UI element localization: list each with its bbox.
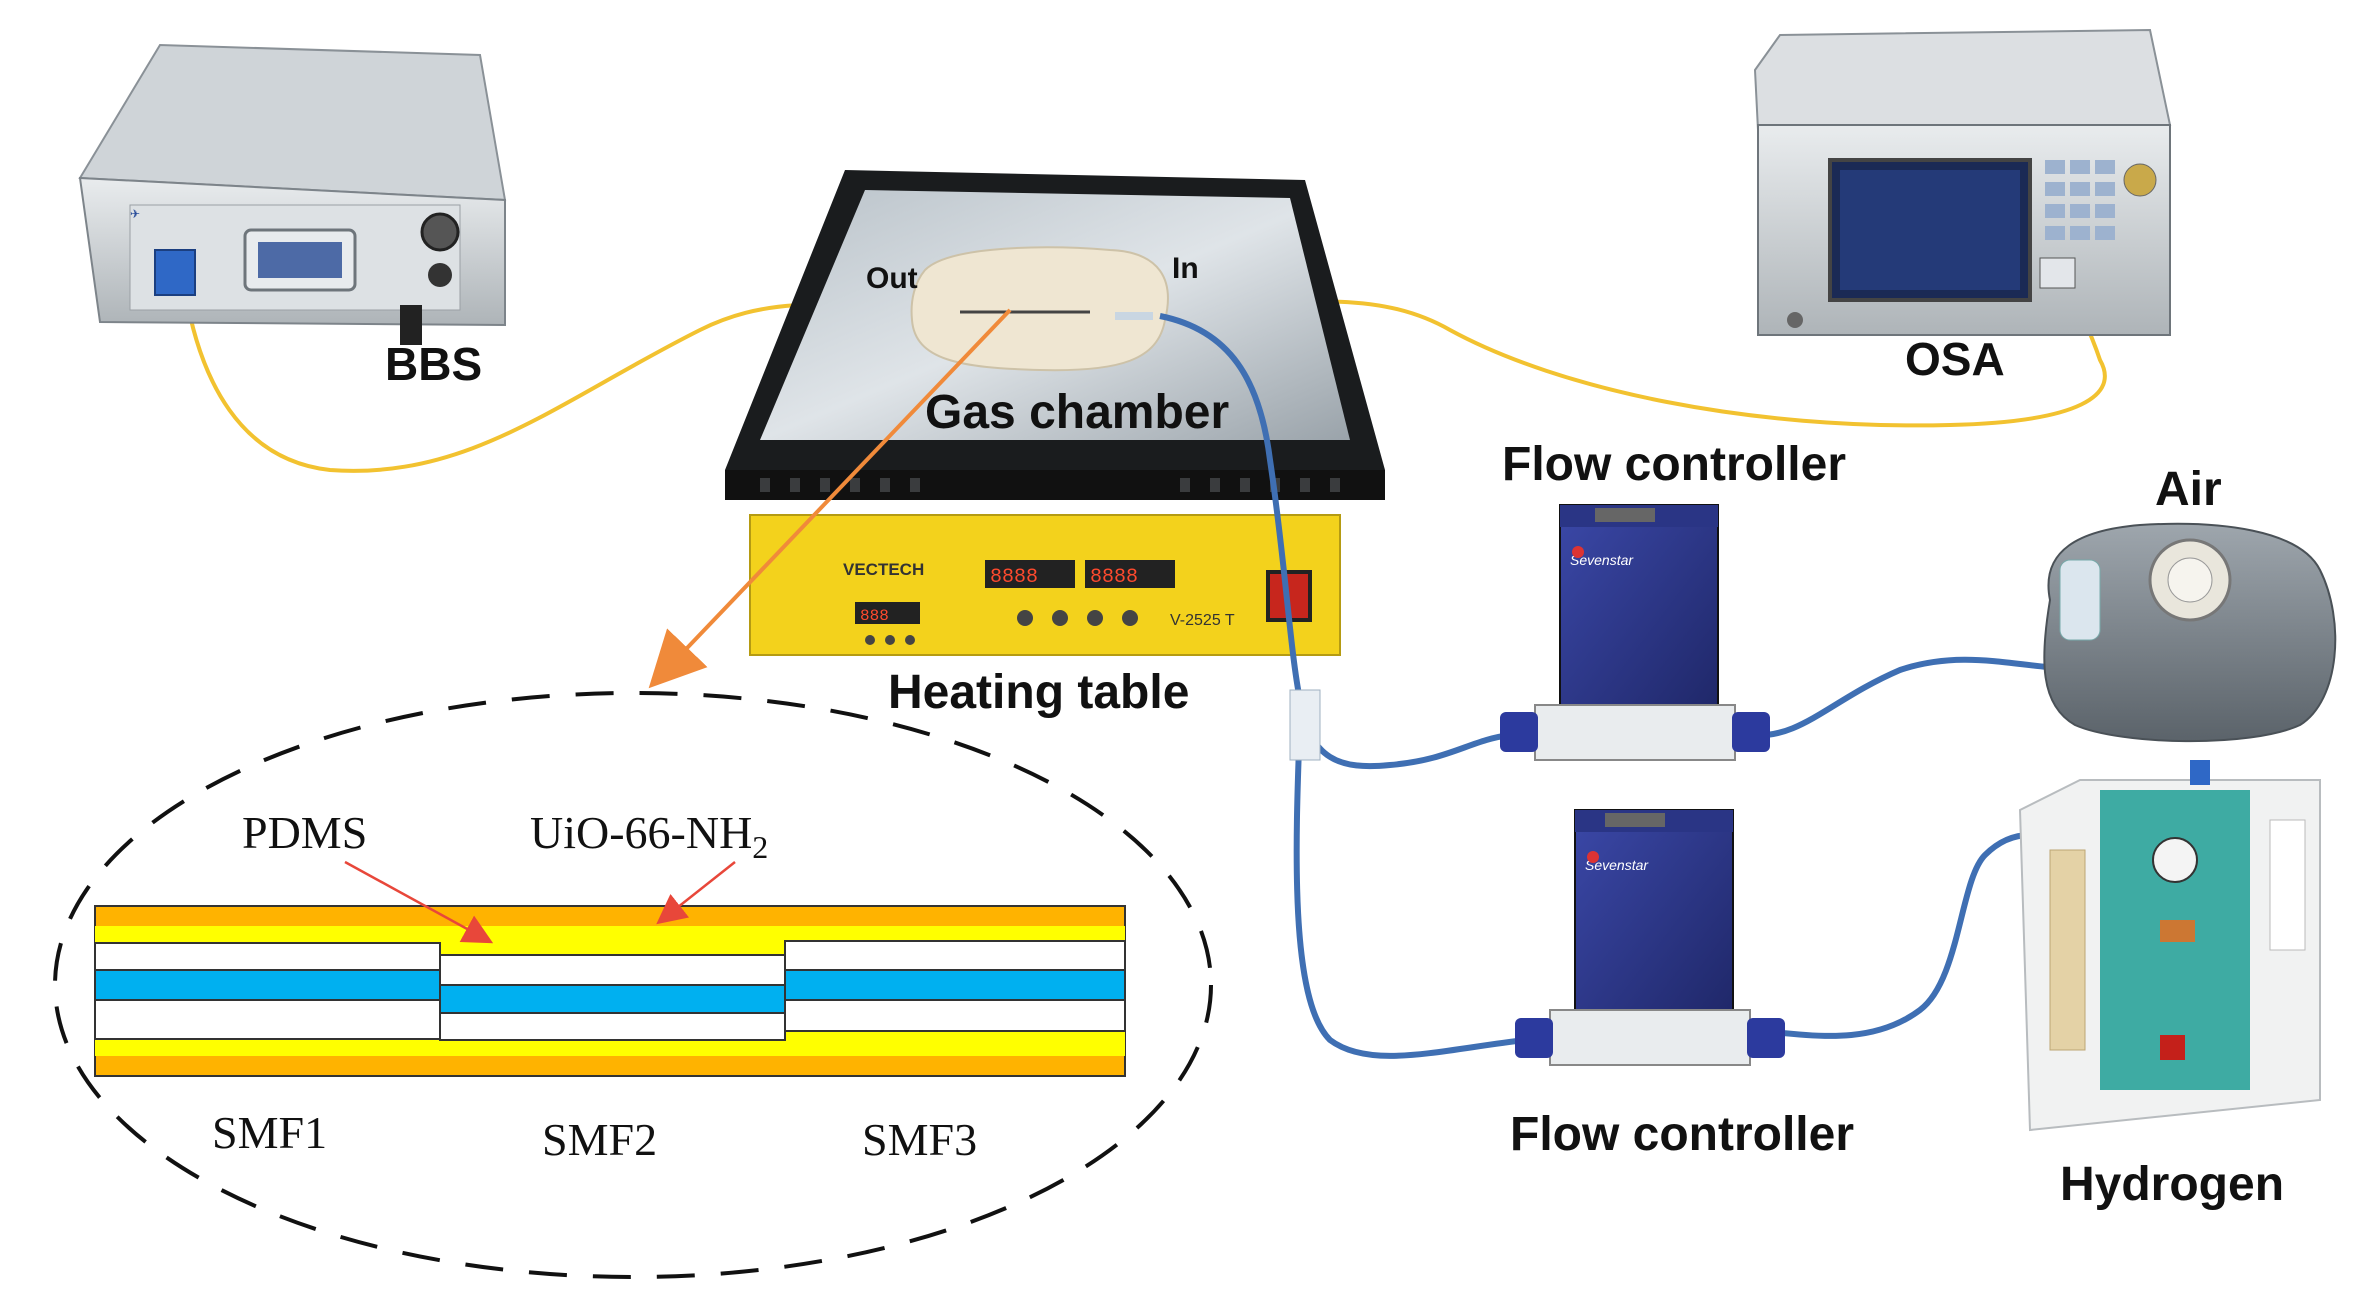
pointer-uio — [656, 861, 736, 925]
label-heating-table: Heating table — [888, 666, 1189, 719]
fiber-bbs-to-chamber — [183, 289, 921, 473]
heater-brand: VECTECH — [843, 560, 924, 579]
label-flow-controller-bottom: Flow controller — [1510, 1108, 1854, 1161]
display-right: 8888 — [1090, 566, 1138, 589]
gas-tubes — [1159, 313, 2061, 1059]
sevenstar-logo-top: Sevenstar — [1570, 552, 1634, 568]
label-smf2: SMF2 — [542, 1114, 657, 1165]
zoom-arrow — [648, 308, 1012, 689]
flow-controller-bottom: Sevenstar — [1515, 809, 1785, 1066]
label-smf1: SMF1 — [212, 1107, 327, 1158]
label-in: In — [1172, 252, 1199, 285]
label-bbs: BBS — [385, 338, 482, 390]
display-small: 888 — [860, 607, 889, 625]
fiber-structure — [94, 905, 1126, 1077]
hydrogen-generator — [2018, 760, 2321, 1132]
label-uio: UiO-66-NH2 — [530, 807, 768, 865]
bbs-device: ✈ — [78, 43, 507, 345]
heater-model: V-2525 T — [1170, 612, 1235, 629]
sevenstar-logo-bottom: Sevenstar — [1585, 857, 1649, 873]
svg-text:✈: ✈ — [130, 207, 140, 221]
label-gas-chamber: Gas chamber — [925, 386, 1229, 439]
osa-device — [1753, 28, 2172, 336]
pointer-pdms — [344, 860, 494, 944]
label-hydrogen: Hydrogen — [2060, 1158, 2284, 1211]
label-uio-main: UiO-66-NH — [530, 807, 752, 858]
label-air: Air — [2155, 463, 2222, 516]
label-smf3: SMF3 — [862, 1114, 977, 1165]
label-pdms: PDMS — [242, 807, 367, 858]
label-out: Out — [866, 262, 918, 295]
label-uio-sub: 2 — [752, 829, 768, 865]
air-container — [2043, 522, 2337, 743]
display-left: 8888 — [990, 566, 1038, 589]
flow-controller-top: Sevenstar — [1500, 504, 1770, 761]
gas-chamber — [910, 246, 1169, 372]
label-flow-controller-top: Flow controller — [1502, 438, 1846, 491]
label-osa: OSA — [1905, 333, 2005, 385]
inset-ellipse — [53, 691, 1213, 1279]
tube-tee-connector — [1289, 689, 1321, 761]
fiber-chamber-to-osa — [1169, 269, 2107, 428]
